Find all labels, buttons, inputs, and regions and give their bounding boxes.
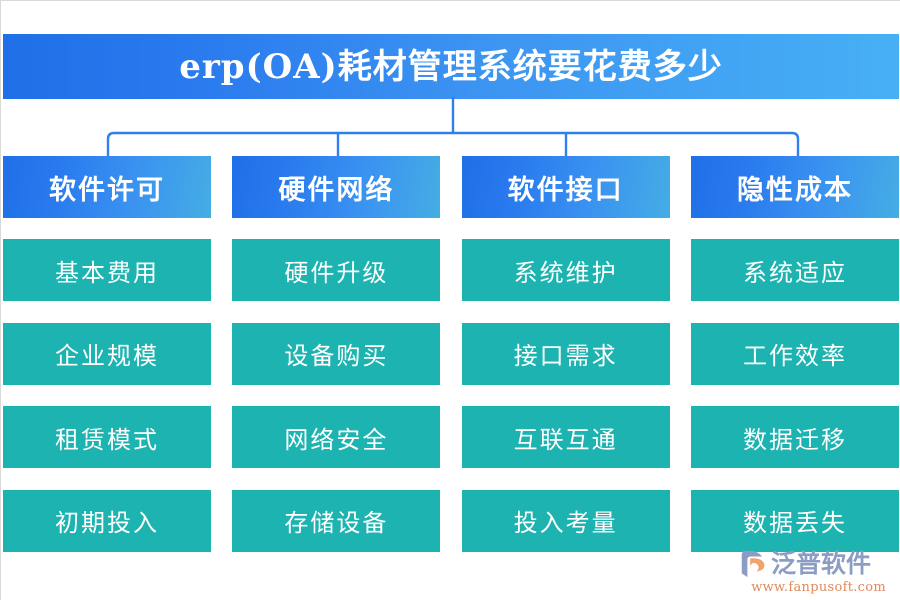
cell-1-4[interactable]: 初期投入 — [3, 489, 211, 552]
cell-3-3[interactable]: 互联互通 — [461, 406, 670, 469]
columns-grid: 软件许可 基本费用 企业规模 租赁模式 初期投入 硬件网络 硬件升级 设备购买 … — [3, 156, 899, 556]
logo-url: www.fanpusoft.com — [751, 580, 886, 595]
logo-name: 泛普软件 — [771, 548, 872, 578]
column-hidden-cost: 隐性成本 系统适应 工作效率 数据迁移 数据丢失 — [690, 156, 899, 556]
cell-3-4[interactable]: 投入考量 — [461, 489, 670, 552]
column-hardware-network: 硬件网络 硬件升级 设备购买 网络安全 存储设备 — [232, 156, 441, 556]
cell-2-3[interactable]: 网络安全 — [232, 406, 441, 469]
column-software-license: 软件许可 基本费用 企业规模 租赁模式 初期投入 — [3, 156, 211, 556]
cell-4-2[interactable]: 工作效率 — [690, 322, 899, 385]
cell-3-2[interactable]: 接口需求 — [461, 322, 670, 385]
page-title: erp(OA)耗材管理系统要花费多少 — [179, 46, 723, 87]
column-header-2[interactable]: 硬件网络 — [232, 156, 441, 218]
cell-1-2[interactable]: 企业规模 — [3, 322, 211, 385]
cell-4-1[interactable]: 系统适应 — [690, 239, 899, 301]
cell-3-1[interactable]: 系统维护 — [461, 239, 670, 301]
cell-1-3[interactable]: 租赁模式 — [3, 406, 211, 469]
watermark-logo: 泛普软件 www.fanpusoft.com — [738, 548, 886, 595]
connector-bracket — [106, 97, 800, 159]
title-banner: erp(OA)耗材管理系统要花费多少 — [3, 34, 899, 99]
column-header-1[interactable]: 软件许可 — [3, 156, 211, 218]
column-header-3[interactable]: 软件接口 — [461, 156, 670, 218]
cell-1-1[interactable]: 基本费用 — [3, 239, 211, 301]
column-cells-2: 硬件升级 设备购买 网络安全 存储设备 — [232, 218, 441, 556]
cell-2-2[interactable]: 设备购买 — [232, 322, 441, 385]
cell-4-3[interactable]: 数据迁移 — [690, 406, 899, 469]
column-cells-1: 基本费用 企业规模 租赁模式 初期投入 — [3, 218, 211, 556]
logo-row: 泛普软件 — [738, 548, 886, 578]
column-header-4[interactable]: 隐性成本 — [690, 156, 899, 218]
column-cells-4: 系统适应 工作效率 数据迁移 数据丢失 — [690, 218, 899, 556]
fanpu-swoosh-icon — [741, 550, 765, 578]
cell-2-4[interactable]: 存储设备 — [232, 489, 441, 552]
column-cells-3: 系统维护 接口需求 互联互通 投入考量 — [461, 218, 670, 556]
cell-4-4[interactable]: 数据丢失 — [690, 489, 899, 552]
column-software-interface: 软件接口 系统维护 接口需求 互联互通 投入考量 — [461, 156, 670, 556]
cell-2-1[interactable]: 硬件升级 — [232, 239, 441, 301]
